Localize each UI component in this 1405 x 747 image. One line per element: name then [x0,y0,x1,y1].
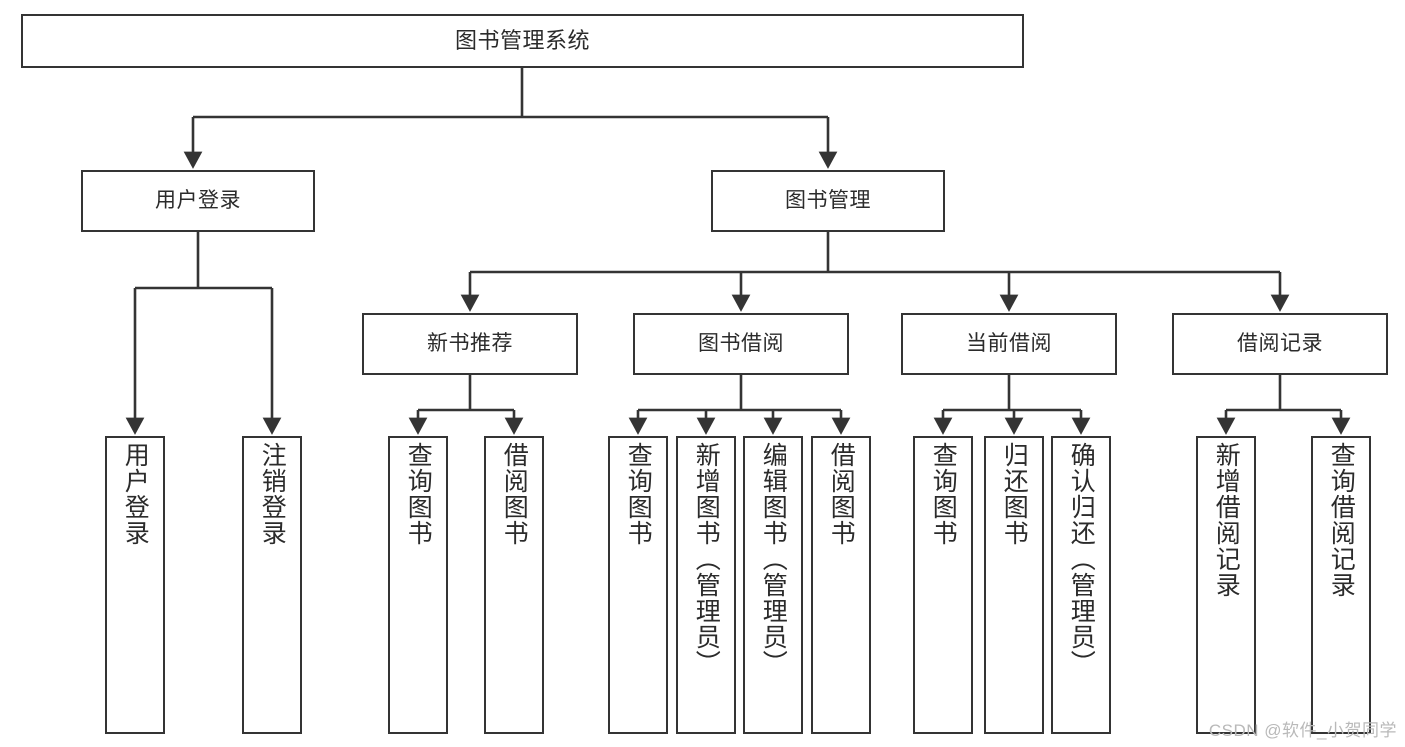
node-leaf-add-book-admin[interactable]: 新增图书（管理员） [676,436,736,734]
node-leaf-query-borrow-record[interactable]: 查询借阅记录 [1311,436,1371,734]
node-leaf-user-login[interactable]: 用户登录 [105,436,165,734]
node-leaf-query-book-rec[interactable]: 查询图书 [388,436,448,734]
node-leaf-edit-book-admin-label: 编辑图书（管理员） [759,442,788,676]
node-book-manage-label: 图书管理 [785,188,871,212]
node-root-label: 图书管理系统 [454,28,590,54]
node-user-login-label: 用户登录 [155,188,241,212]
node-leaf-logout-login-label: 注销登录 [258,442,287,546]
node-leaf-user-login-label: 用户登录 [121,442,150,546]
node-leaf-borrow-book-rec[interactable]: 借阅图书 [484,436,544,734]
node-leaf-query-book-cur[interactable]: 查询图书 [913,436,973,734]
node-borrow-record-label: 借阅记录 [1237,331,1323,355]
node-leaf-query-book-borrow-label: 查询图书 [624,442,653,546]
watermark: CSDN @软件_小贺同学 [1208,721,1397,740]
node-root[interactable]: 图书管理系统 [21,14,1024,68]
node-leaf-borrow-book[interactable]: 借阅图书 [811,436,871,734]
node-leaf-borrow-book-rec-label: 借阅图书 [500,442,529,546]
node-book-manage[interactable]: 图书管理 [711,170,945,232]
node-leaf-query-borrow-record-label: 查询借阅记录 [1327,442,1356,598]
node-leaf-add-borrow-record-label: 新增借阅记录 [1212,442,1241,598]
node-borrow-record[interactable]: 借阅记录 [1172,313,1388,375]
node-current-borrow[interactable]: 当前借阅 [901,313,1117,375]
node-new-book-recommend-label: 新书推荐 [427,331,513,355]
node-leaf-edit-book-admin[interactable]: 编辑图书（管理员） [743,436,803,734]
node-leaf-query-book-rec-label: 查询图书 [404,442,433,546]
node-new-book-recommend[interactable]: 新书推荐 [362,313,578,375]
node-current-borrow-label: 当前借阅 [966,331,1052,355]
node-leaf-confirm-return-admin[interactable]: 确认归还（管理员） [1051,436,1111,734]
node-user-login[interactable]: 用户登录 [81,170,315,232]
node-book-borrow[interactable]: 图书借阅 [633,313,849,375]
node-leaf-return-book[interactable]: 归还图书 [984,436,1044,734]
node-leaf-query-book-cur-label: 查询图书 [929,442,958,546]
node-leaf-borrow-book-label: 借阅图书 [827,442,856,546]
node-leaf-return-book-label: 归还图书 [1000,442,1029,546]
node-leaf-add-book-admin-label: 新增图书（管理员） [692,442,721,676]
node-book-borrow-label: 图书借阅 [698,331,784,355]
node-leaf-add-borrow-record[interactable]: 新增借阅记录 [1196,436,1256,734]
node-leaf-query-book-borrow[interactable]: 查询图书 [608,436,668,734]
node-leaf-logout-login[interactable]: 注销登录 [242,436,302,734]
node-leaf-confirm-return-admin-label: 确认归还（管理员） [1067,442,1096,676]
